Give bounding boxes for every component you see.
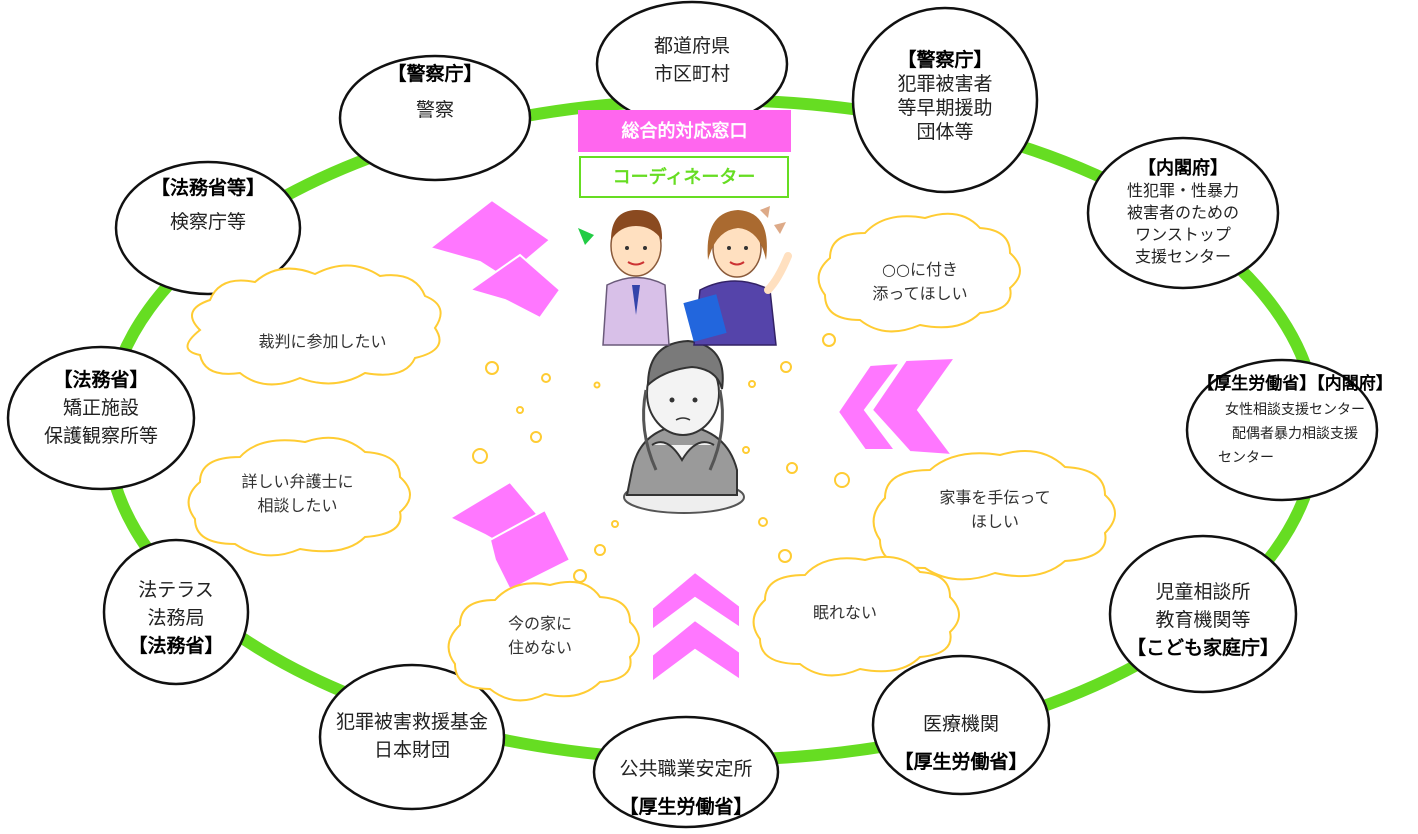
thought-accompany: ○○に付き 添ってほしい [835,258,1005,306]
node-women-circle [1185,358,1379,502]
node-correction-line1: 矯正施設 [62,397,139,419]
node-women-ministry: 【厚生労働省】【内閣府】 [1197,374,1393,394]
node-medical-circle [871,654,1051,796]
node-prefecture-line1: 都道府県 [653,35,730,57]
node-police: 【警察庁】 警察 [340,60,530,124]
window-label-box [578,110,791,152]
thought-accompany-line1: ○○に付き [882,260,958,279]
node-correction-line2: 保護観察所等 [43,425,158,447]
arrow-upper-left-2 [467,253,562,320]
node-child-circle [1108,534,1298,694]
node-houterasu-line2: 法務局 [147,607,205,629]
thought-sleep: 眠れない [812,603,877,622]
node-child-ministry: 【こども家庭庁】 [1126,637,1279,659]
node-hellowork: 公共職業安定所 【厚生労働省】 [594,755,778,821]
node-prosecutor-name: 検察庁等 [169,211,246,233]
thought-housework-line2: ほしい [970,512,1019,531]
node-police-name: 警察 [415,99,454,121]
node-victim-support-circle [851,6,1039,194]
node-child-line1: 児童相談所 [1155,581,1251,603]
node-women-line2: 配偶者暴力相談支援 [1232,426,1358,442]
node-onestop-line2: 被害者のための [1126,203,1239,222]
node-houterasu-line1: 法テラス [138,579,214,601]
node-medical-name: 医療機関 [922,713,999,735]
node-victim-support-line3: 団体等 [916,121,974,143]
arrow-bottom-2 [651,618,741,684]
thought-trial: 裁判に参加したい [258,332,387,351]
thought-housework: 家事を手伝って ほしい [895,486,1095,534]
thought-lawyer: 詳しい弁護士に 相談したい [205,470,390,518]
cloud-trial [186,264,442,386]
node-hellowork-ministry: 【厚生労働省】 [619,796,753,818]
coordinator-woman-illustration [683,206,792,346]
arrow-lower-left-2 [488,508,572,592]
node-victim-support-ministry: 【警察庁】 [897,49,993,71]
cloud-sleep [752,556,960,677]
node-hellowork-name: 公共職業安定所 [619,758,753,780]
node-houterasu: 法テラス 法務局 【法務省】 [104,576,248,660]
node-prefecture: 都道府県 市区町村 [597,32,787,88]
thought-lawyer-line1: 詳しい弁護士に [241,472,354,491]
node-women-line1: 女性相談支援センター [1225,402,1365,418]
node-fund-circle [318,663,506,811]
node-medical: 医療機関 【厚生労働省】 [873,710,1049,776]
node-hellowork-circle [592,715,780,829]
node-onestop-ministry: 【内閣府】 [1138,158,1228,179]
node-onestop: 【内閣府】 性犯罪・性暴力 被害者のための ワンストップ 支援センター [1088,158,1278,268]
node-fund-line1: 犯罪被害救援基金 [335,711,488,733]
node-prosecutor: 【法務省等】 検察庁等 [116,174,300,236]
arrow-bottom-1 [651,570,741,632]
node-correction-circle [6,345,196,491]
node-houterasu-circle [102,538,250,686]
cloud-lawyer [187,436,411,557]
node-prosecutor-ministry: 【法務省等】 [150,177,265,199]
thought-house-line2: 住めない [507,638,572,657]
window-label: 総合的対応窓口 [621,121,748,142]
node-prefecture-line2: 市区町村 [653,63,730,85]
thought-accompany-line2: 添ってほしい [872,284,968,303]
node-fund: 犯罪被害救援基金 日本財団 [320,708,504,764]
node-onestop-circle [1086,136,1280,290]
thought-house-line1: 今の家に [507,614,572,633]
node-correction-ministry: 【法務省】 [53,369,149,391]
node-victim-support-line1: 犯罪被害者 [897,73,993,95]
node-police-circle [338,54,532,182]
node-fund-line2: 日本財団 [373,739,450,761]
node-women-line3: センター [1218,450,1274,466]
node-onestop-line4: 支援センター [1134,247,1231,266]
troubled-person-illustration [623,339,745,514]
node-houterasu-ministry: 【法務省】 [128,635,224,657]
arrow-right-1 [870,356,957,457]
node-victim-support: 【警察庁】 犯罪被害者 等早期援助 団体等 [853,48,1037,144]
node-prosecutor-circle [114,160,302,296]
node-women: 【厚生労働省】【内閣府】 女性相談支援センター 配偶者暴力相談支援 センター [1180,370,1410,470]
thought-lawyer-line2: 相談したい [257,496,338,515]
cloud-accompany [817,212,1021,333]
node-child-line2: 教育機関等 [1155,609,1251,631]
cloud-house [447,581,640,702]
node-victim-support-line2: 等早期援助 [897,97,993,119]
arrow-right-2 [836,361,903,451]
node-correction: 【法務省】 矯正施設 保護観察所等 [8,366,194,450]
coordinator-label-box [579,156,789,198]
node-onestop-line3: ワンストップ [1135,225,1231,244]
coordinator-label: コーディネーター [612,167,756,188]
node-child: 児童相談所 教育機関等 【こども家庭庁】 [1108,578,1298,662]
node-police-ministry: 【警察庁】 [387,63,483,85]
thought-house: 今の家に 住めない [465,612,615,660]
node-onestop-line1: 性犯罪・性暴力 [1126,181,1239,200]
node-medical-ministry: 【厚生労働省】 [894,751,1028,773]
coordinator-man-illustration [578,210,670,346]
thought-housework-line1: 家事を手伝って [939,488,1051,507]
